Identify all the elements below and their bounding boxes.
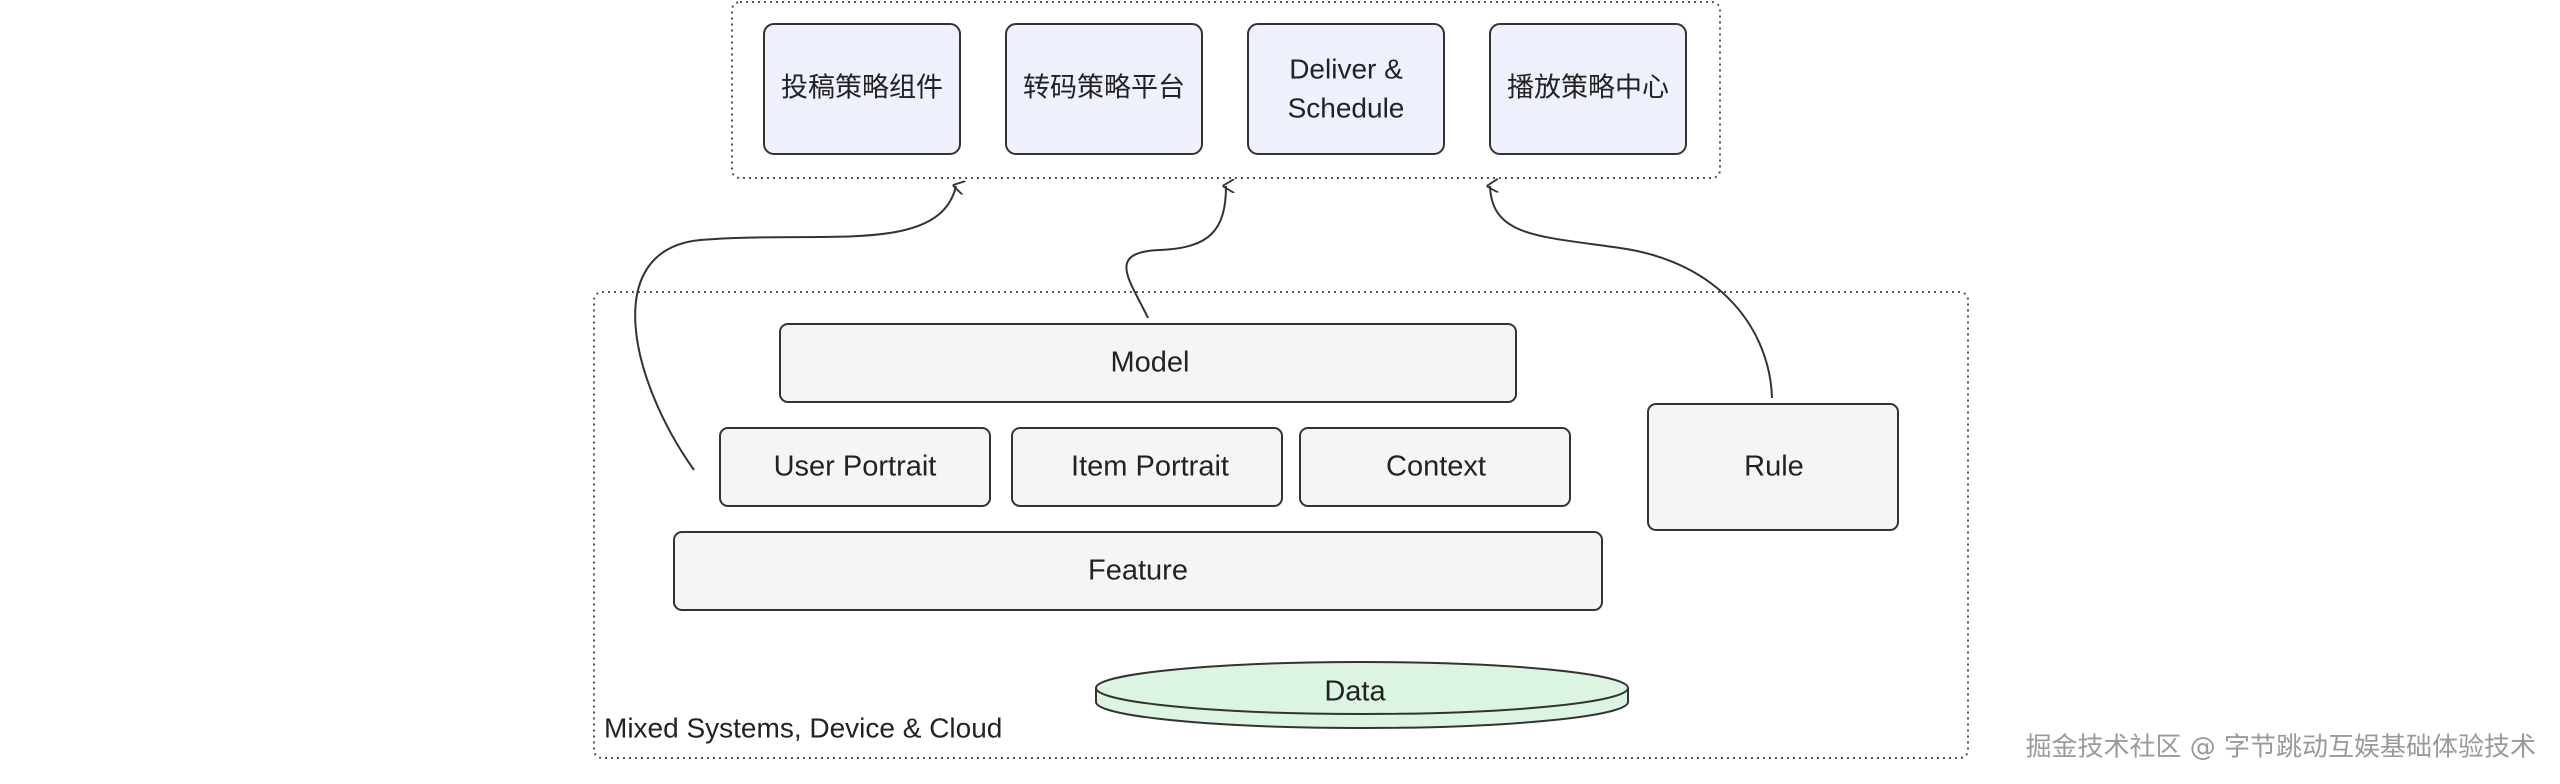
feature-box: Feature xyxy=(673,531,1603,611)
rule-label: Rule xyxy=(1744,451,1804,483)
user-portrait-label: User Portrait xyxy=(774,451,937,483)
user-portrait-box: User Portrait xyxy=(719,427,991,507)
strategy-group-border xyxy=(731,1,1721,179)
strategy-box-schedule-label: Schedule xyxy=(1288,92,1405,123)
strategy-box-playback-label: 播放策略中心 xyxy=(1507,73,1669,104)
item-portrait-box: Item Portrait xyxy=(1011,427,1283,507)
feature-label: Feature xyxy=(1088,555,1188,587)
strategy-box-submission-label: 投稿策略组件 xyxy=(781,73,943,104)
systems-group-label: Mixed Systems, Device & Cloud xyxy=(604,712,1002,743)
strategy-box-submission: 投稿策略组件 xyxy=(763,23,961,155)
watermark-text: 掘金技术社区 @ 字节跳动互娱基础体验技术 xyxy=(2025,733,2536,763)
rule-box: Rule xyxy=(1647,403,1899,531)
data-cylinder: Data xyxy=(1095,661,1629,729)
model-label: Model xyxy=(1111,347,1190,379)
context-label: Context xyxy=(1386,451,1486,483)
strategy-box-deliver-schedule: Deliver & Schedule xyxy=(1247,23,1445,155)
connector-feature-to-submission xyxy=(634,186,956,471)
model-box: Model xyxy=(779,323,1517,403)
data-label: Data xyxy=(1324,676,1386,708)
strategy-box-playback: 播放策略中心 xyxy=(1489,23,1687,155)
connector-rule-to-playback xyxy=(1490,186,1773,399)
connector-model-to-transcode xyxy=(1125,186,1226,319)
strategy-box-transcode: 转码策略平台 xyxy=(1005,23,1203,155)
strategy-box-transcode-label: 转码策略平台 xyxy=(1023,73,1185,104)
strategy-box-deliver-label: Deliver & xyxy=(1289,53,1403,84)
context-box: Context xyxy=(1299,427,1571,507)
systems-group-border xyxy=(593,291,1969,759)
item-portrait-label: Item Portrait xyxy=(1071,451,1229,483)
